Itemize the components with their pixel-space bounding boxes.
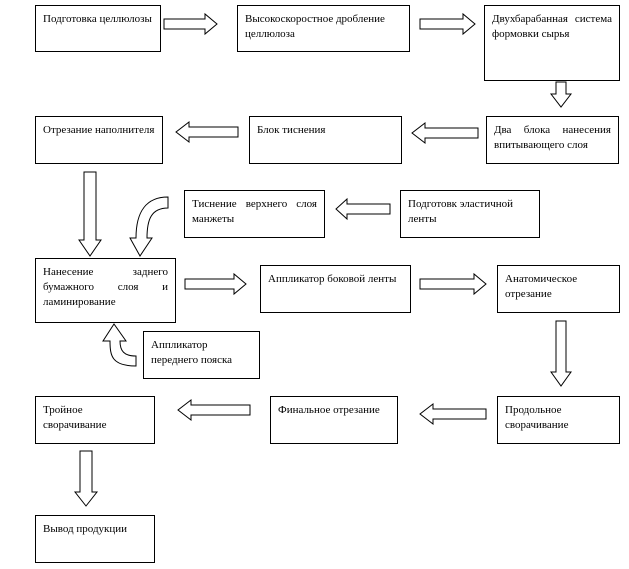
step-triple-folding: Тройное сворачивание (35, 396, 155, 444)
step-back-paper-layer-lamination: Нанесение заднего бумажного слоя и ламин… (35, 258, 176, 323)
arrow-s11-to-s15 (550, 320, 572, 387)
arrow-s3-to-s6 (549, 81, 573, 108)
arrow-s2-to-s3 (419, 12, 476, 36)
step-label: Тиснение верхнего слоя манжеты (192, 198, 317, 225)
arrow-s10-to-s11 (419, 272, 487, 296)
step-label: Отрезание наполнителя (43, 124, 155, 136)
step-front-belt-applicator: Аппликатор переднего пояска (143, 331, 260, 379)
arrow-s8-to-s7 (335, 197, 391, 221)
step-cellulose-preparation: Подготовка целлюлозы (35, 5, 161, 52)
arrow-s7-to-s9 (129, 196, 169, 257)
arrow-s4-to-s9 (78, 171, 102, 257)
step-label: Вывод продукции (43, 523, 128, 535)
step-elastic-band-preparation: Подготовк эластичной ленты (400, 190, 540, 238)
step-label: Блок тиснения (257, 124, 326, 136)
arrow-s13-to-s16 (73, 450, 99, 507)
arrow-s15-to-s14 (419, 402, 487, 426)
step-label: Двухбарабанная система формовки сырья (492, 13, 612, 40)
step-label: Аппликатор переднего пояска (151, 339, 233, 366)
step-label: Анатомическое отрезание (505, 273, 578, 300)
step-label: Подготовка целлюлозы (43, 13, 152, 25)
step-label: Нанесение заднего бумажного слоя и ламин… (43, 266, 168, 308)
arrow-s6-to-s5 (411, 121, 479, 145)
step-label: Финальное отрезание (278, 404, 380, 416)
step-cuff-top-layer-embossing: Тиснение верхнего слоя манжеты (184, 190, 325, 238)
arrow-s14-to-s13 (177, 398, 251, 422)
step-longitudinal-folding: Продольное сворачивание (497, 396, 620, 444)
step-label: Подготовк эластичной ленты (408, 198, 514, 225)
step-absorbent-layer-units: Два блока нанесения впитывающего слоя (486, 116, 619, 164)
step-label: Продольное сворачивание (505, 404, 569, 431)
step-label: Аппликатор боковой ленты (268, 273, 397, 285)
step-label: Два блока нанесения впитывающего слоя (494, 124, 611, 151)
step-embossing-unit: Блок тиснения (249, 116, 402, 164)
step-label: Тройное сворачивание (43, 404, 107, 431)
step-two-drum-forming: Двухбарабанная система формовки сырья (484, 5, 620, 81)
arrow-s12-to-s9 (102, 323, 137, 367)
arrow-s9-to-s10 (184, 272, 247, 296)
step-filler-cutting: Отрезание наполнителя (35, 116, 163, 164)
arrow-s5-to-s4 (175, 120, 239, 144)
step-side-tape-applicator: Аппликатор боковой ленты (260, 265, 411, 313)
arrow-s1-to-s2 (163, 12, 218, 36)
step-anatomical-cutting: Анатомическое отрезание (497, 265, 620, 313)
step-final-cutting: Финальное отрезание (270, 396, 398, 444)
step-high-speed-crushing: Высокоскоростное дробление целлюлоза (237, 5, 410, 52)
step-label: Высокоскоростное дробление целлюлоза (245, 13, 385, 40)
step-product-output: Вывод продукции (35, 515, 155, 563)
